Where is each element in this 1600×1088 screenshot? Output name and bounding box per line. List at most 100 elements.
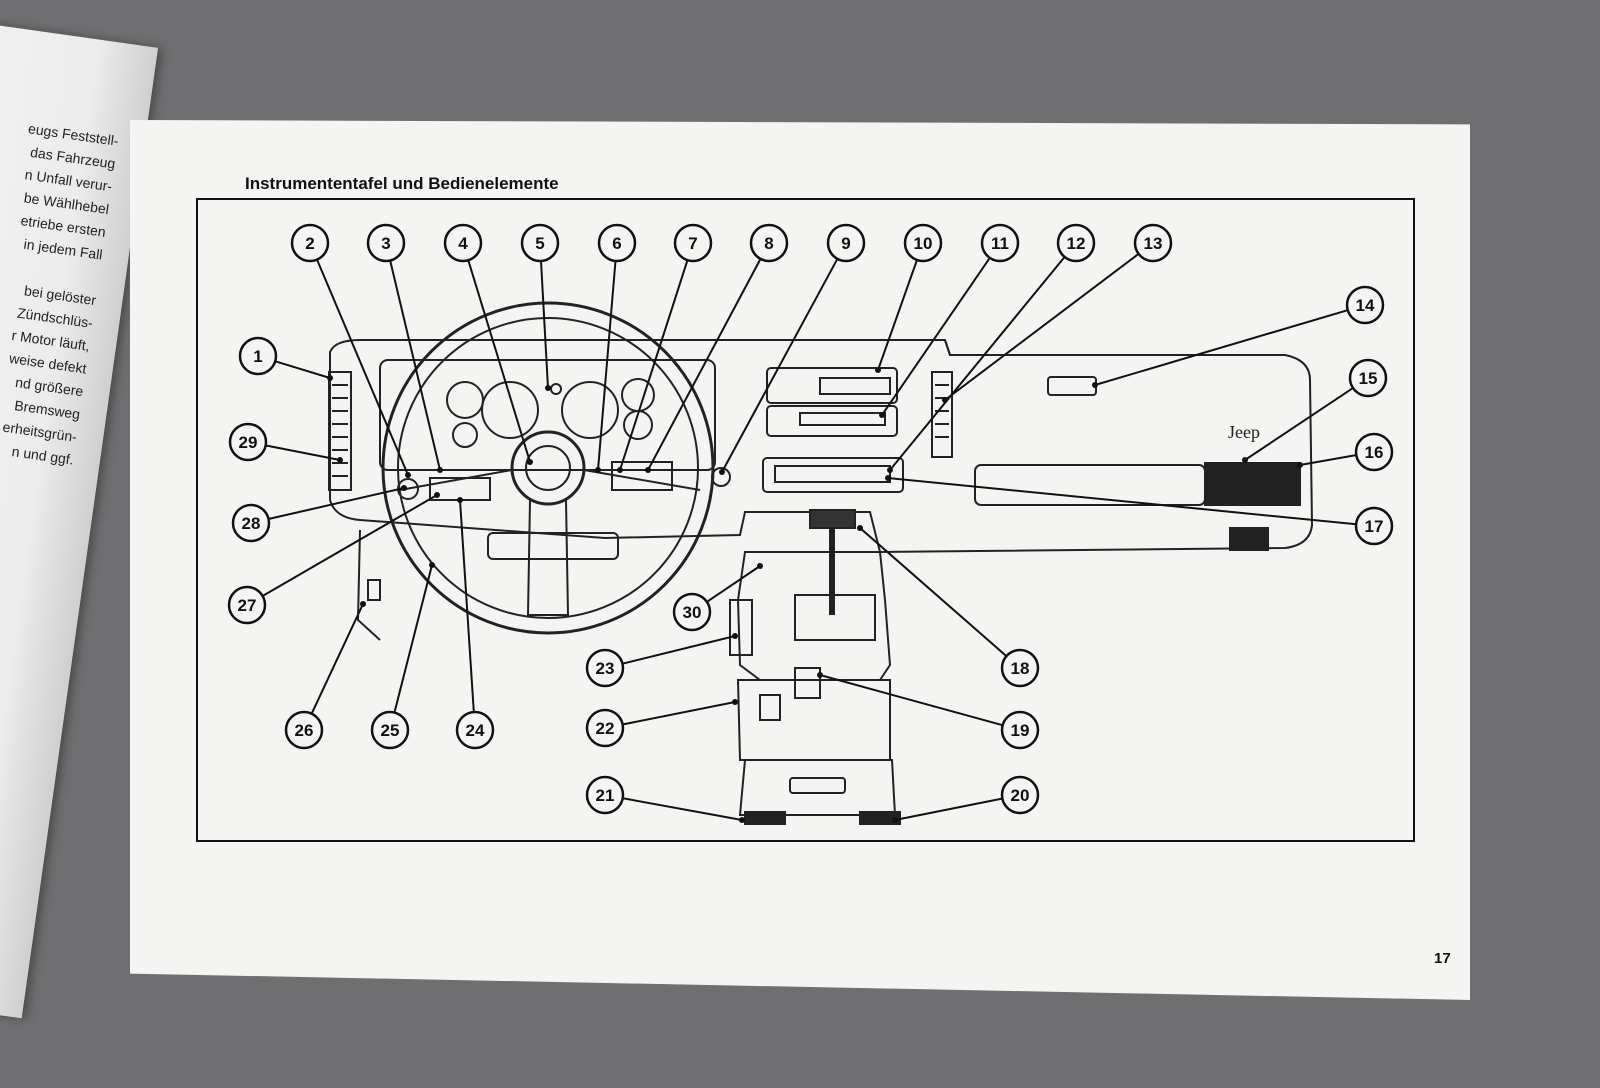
callout-leader-5 xyxy=(540,261,549,389)
jeep-logo: Jeep xyxy=(1228,422,1260,442)
callout-leader-23 xyxy=(623,635,736,665)
callout-number: 22 xyxy=(596,719,615,738)
callout-leader-13 xyxy=(944,253,1139,401)
callout-number: 1 xyxy=(253,347,262,366)
page-title: Instrumententafel und Bedienelemente xyxy=(245,174,559,193)
callout-number: 25 xyxy=(381,721,400,740)
callout-circle-15 xyxy=(1348,358,1388,398)
callout-circle-1 xyxy=(238,336,278,376)
callout-circle-13 xyxy=(1133,223,1173,263)
callout-circle-21 xyxy=(585,775,625,815)
callout-leader-12 xyxy=(889,257,1065,471)
callout-number: 3 xyxy=(381,234,390,253)
callout-number: 12 xyxy=(1067,234,1086,253)
callout-arrowhead-12 xyxy=(887,467,893,473)
callout-arrowhead-25 xyxy=(429,562,435,568)
callout-circle-22 xyxy=(585,708,625,748)
callout-number: 29 xyxy=(239,433,258,452)
callout-arrowhead-13 xyxy=(942,397,948,403)
callout-leader-4 xyxy=(467,260,531,463)
callout-arrowhead-4 xyxy=(527,459,533,465)
callout-arrowhead-2 xyxy=(405,472,411,478)
callout-arrowhead-24 xyxy=(457,497,463,503)
callout-circle-26 xyxy=(284,710,324,750)
callout-number: 30 xyxy=(683,603,702,622)
callout-circle-16 xyxy=(1354,432,1394,472)
callout-circle-14 xyxy=(1345,285,1385,325)
callout-arrowhead-26 xyxy=(360,601,366,607)
callout-leader-1 xyxy=(275,360,331,379)
callout-arrowhead-20 xyxy=(892,817,898,823)
callout-leader-16 xyxy=(1299,454,1356,466)
callout-arrowhead-17 xyxy=(885,475,891,481)
callout-circle-28 xyxy=(231,503,271,543)
callout-arrowhead-27 xyxy=(434,492,440,498)
callout-circle-2 xyxy=(290,223,330,263)
callout-leader-26 xyxy=(311,603,364,714)
callout-arrowhead-7 xyxy=(617,467,623,473)
callout-number: 6 xyxy=(612,234,621,253)
callout-number: 2 xyxy=(305,234,314,253)
callout-number: 17 xyxy=(1365,517,1384,536)
diagram-frame xyxy=(196,198,1415,842)
callout-number: 9 xyxy=(841,234,850,253)
callout-arrowhead-8 xyxy=(645,467,651,473)
callout-circle-11 xyxy=(980,223,1020,263)
callout-leader-7 xyxy=(619,260,689,471)
callout-number: 18 xyxy=(1011,659,1030,678)
callout-leader-14 xyxy=(1094,309,1348,386)
callout-arrowhead-11 xyxy=(879,412,885,418)
callout-leader-29 xyxy=(266,444,341,461)
callout-arrowhead-18 xyxy=(857,525,863,531)
callout-leader-19 xyxy=(819,674,1002,726)
callout-circle-8 xyxy=(749,223,789,263)
callout-arrowhead-6 xyxy=(595,467,601,473)
callout-leader-11 xyxy=(881,258,991,416)
callout-arrowhead-1 xyxy=(327,375,333,381)
callout-leader-27 xyxy=(262,494,438,597)
callout-circle-6 xyxy=(597,223,637,263)
callout-number: 5 xyxy=(535,234,544,253)
callout-number: 23 xyxy=(596,659,615,678)
callout-leader-20 xyxy=(894,797,1002,821)
callout-circle-18 xyxy=(1000,648,1040,688)
callout-arrowhead-22 xyxy=(732,699,738,705)
callout-arrowhead-16 xyxy=(1297,462,1303,468)
callout-arrowhead-30 xyxy=(757,563,763,569)
callout-circle-23 xyxy=(585,648,625,688)
callout-arrowhead-10 xyxy=(875,367,881,373)
callout-arrowhead-14 xyxy=(1092,382,1098,388)
callout-circle-20 xyxy=(1000,775,1040,815)
callout-arrowhead-3 xyxy=(437,467,443,473)
callout-number: 21 xyxy=(596,786,615,805)
callout-arrowhead-28 xyxy=(401,485,407,491)
callout-number: 15 xyxy=(1359,369,1378,388)
callout-number: 27 xyxy=(238,596,257,615)
callout-leader-17 xyxy=(887,477,1356,526)
callout-circle-3 xyxy=(366,223,406,263)
callout-arrowhead-19 xyxy=(817,672,823,678)
callout-arrowhead-15 xyxy=(1242,457,1248,463)
callout-leader-10 xyxy=(877,260,918,371)
callout-leader-9 xyxy=(721,259,838,473)
callout-number: 13 xyxy=(1144,234,1163,253)
callout-leader-8 xyxy=(647,259,761,471)
callout-leader-21 xyxy=(623,797,743,821)
right-page xyxy=(130,120,1470,1000)
callout-leader-25 xyxy=(393,564,433,712)
callout-circle-5 xyxy=(520,223,560,263)
callout-leader-24 xyxy=(459,499,475,712)
callout-circle-9 xyxy=(826,223,866,263)
callout-circle-30 xyxy=(672,592,712,632)
callout-arrowhead-5 xyxy=(545,385,551,391)
callout-number: 11 xyxy=(991,234,1009,253)
callout-leader-28 xyxy=(269,487,405,520)
callout-number: 10 xyxy=(914,234,933,253)
callout-number: 20 xyxy=(1011,786,1030,805)
callout-number: 28 xyxy=(242,514,261,533)
callout-number: 19 xyxy=(1011,721,1030,740)
callout-circle-19 xyxy=(1000,710,1040,750)
callout-leader-2 xyxy=(316,260,409,476)
